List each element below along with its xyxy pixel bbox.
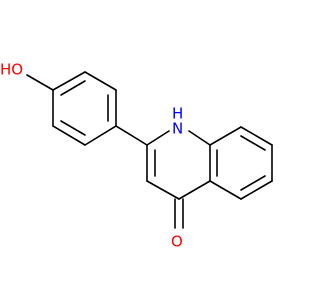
nitrogen-label: N bbox=[172, 120, 183, 138]
bond bbox=[52, 125, 86, 146]
carbonyl-oxygen-label: O bbox=[171, 233, 183, 251]
hydroxyl-label: HO bbox=[0, 61, 23, 79]
bond bbox=[240, 135, 266, 151]
benzo-ring bbox=[209, 126, 273, 200]
bond bbox=[146, 130, 170, 146]
bond bbox=[178, 180, 211, 200]
bond bbox=[240, 126, 273, 146]
bond bbox=[60, 80, 86, 96]
aryl-link-bond bbox=[115, 125, 148, 146]
bond bbox=[209, 126, 242, 146]
pyridinone-ring bbox=[146, 130, 211, 200]
bond bbox=[188, 130, 211, 146]
bond bbox=[52, 71, 86, 91]
bond bbox=[240, 180, 273, 200]
bond bbox=[60, 120, 86, 136]
molecule-canvas: HO H N O bbox=[0, 60, 273, 251]
bond bbox=[240, 175, 266, 191]
bond bbox=[146, 180, 180, 200]
bond bbox=[84, 71, 117, 91]
bond bbox=[209, 180, 242, 200]
structure-diagram: HO H N O bbox=[0, 61, 273, 251]
phenol-ring bbox=[52, 71, 117, 146]
bond bbox=[84, 125, 117, 146]
amine-hydrogen-label: H bbox=[172, 105, 183, 123]
hydroxyl-bond bbox=[26, 74, 54, 91]
